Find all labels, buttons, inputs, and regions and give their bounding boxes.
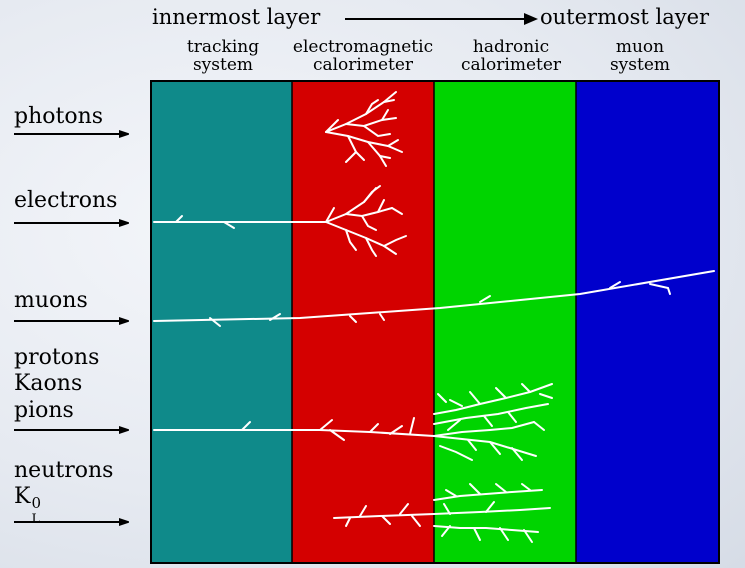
particle-label-electrons: electrons xyxy=(14,188,118,213)
particle-arrows xyxy=(14,0,150,568)
neutral-hadron-shower xyxy=(333,483,551,543)
column-header-line1: electromagnetic xyxy=(292,37,434,57)
column-header-line2: system xyxy=(609,55,671,75)
column-header-line1: muon xyxy=(615,37,665,57)
header-arrow-shaft xyxy=(345,18,525,20)
column-header-tracking: tracking system xyxy=(168,38,278,74)
particle-label-kaons: Kaons xyxy=(14,371,83,396)
layer-hadronic-calorimeter xyxy=(434,80,576,564)
particle-label-muons: muons xyxy=(14,288,88,313)
innermost-layer-label: innermost layer xyxy=(152,5,321,29)
layer-tracking-system xyxy=(150,80,292,564)
column-header-line1: tracking xyxy=(186,37,260,57)
k0-base: K xyxy=(14,484,31,509)
column-header-line2: calorimeter xyxy=(460,55,562,75)
detector-border xyxy=(150,80,720,564)
k0-superscript: 0 xyxy=(31,494,41,512)
layer-muon-system xyxy=(576,80,720,564)
particle-label-neutrons: neutrons xyxy=(14,458,114,483)
particle-label-protons: protons xyxy=(14,345,100,370)
column-header-line1: hadronic xyxy=(472,37,550,57)
column-header-muon-system: muon system xyxy=(590,38,690,74)
hadron-shower xyxy=(153,383,553,461)
column-header-line2: system xyxy=(192,55,254,75)
electron-track xyxy=(153,185,407,257)
header-arrow-head xyxy=(524,13,538,25)
column-header-em-calorimeter: electromagnetic calorimeter xyxy=(282,38,444,74)
column-header-line2: calorimeter xyxy=(312,55,414,75)
outermost-layer-label: outermost layer xyxy=(540,5,710,29)
photon-shower xyxy=(325,91,403,167)
column-header-hadronic-calorimeter: hadronic calorimeter xyxy=(446,38,576,74)
particle-label-pions: pions xyxy=(14,398,74,423)
particle-label-photons: photons xyxy=(14,104,104,129)
detector-layers xyxy=(150,80,720,564)
layer-em-calorimeter xyxy=(292,80,434,564)
muon-track xyxy=(153,270,715,327)
k0-subscript: L xyxy=(31,512,41,527)
